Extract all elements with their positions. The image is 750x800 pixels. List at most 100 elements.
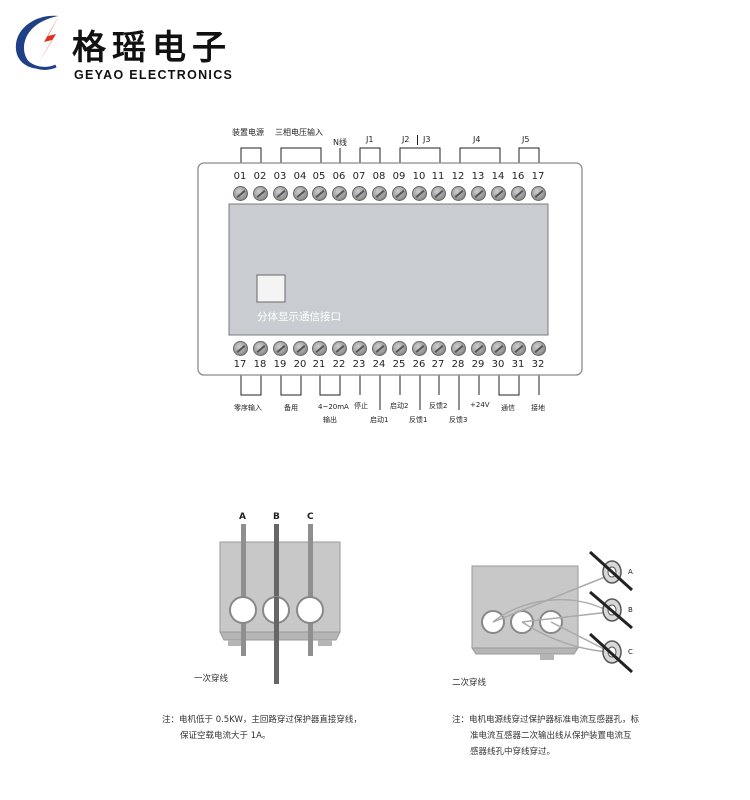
screw-terminal <box>491 341 506 356</box>
screw-terminal <box>511 186 526 201</box>
label-j3: J3 <box>423 135 431 144</box>
note-line: 注：电机低于 0.5KW，主回路穿过保护器直接穿线， <box>162 715 362 725</box>
ct-secondary-caption: 二次穿线 <box>452 678 487 688</box>
screw-terminal <box>233 186 248 201</box>
label-n-line: N线 <box>333 138 347 147</box>
terminal-number: 05 <box>312 171 326 182</box>
screw-terminal <box>451 341 466 356</box>
terminal-number: 32 <box>531 359 545 370</box>
ct-secondary-drawing <box>471 550 634 674</box>
note-line: 感器线孔中穿线穿过。 <box>470 747 556 757</box>
phase-c-label: C <box>307 512 314 522</box>
label-j5: J5 <box>522 135 530 144</box>
label-ground: 接地 <box>531 404 545 412</box>
terminal-number: 24 <box>372 359 386 370</box>
label-feedback2: 反馈2 <box>429 402 448 410</box>
terminal-number: 28 <box>451 359 465 370</box>
brand-logo: 格瑶电子 GEYAO ELECTRONICS <box>8 10 248 82</box>
top-terminal-numbers: 01 02 03 04 05 06 07 08 09 10 11 12 13 1… <box>230 171 560 185</box>
label-feedback3: 反馈3 <box>449 416 468 424</box>
screw-terminal <box>511 341 526 356</box>
screw-terminal <box>392 186 407 201</box>
terminal-number: 01 <box>233 171 247 182</box>
terminal-number: 30 <box>491 359 505 370</box>
terminal-number: 16 <box>511 171 525 182</box>
screw-terminal <box>273 341 288 356</box>
label-start1: 启动1 <box>370 416 389 424</box>
screw-terminal <box>531 186 546 201</box>
phase-a-label: A <box>628 568 633 576</box>
label-power: 装置电源 <box>232 128 264 137</box>
brand-name-en: GEYAO ELECTRONICS <box>74 68 234 82</box>
ct-primary-diagram: A B C 一次穿线 <box>150 500 390 700</box>
ct-primary-drawing <box>219 524 341 684</box>
terminal-number: 26 <box>412 359 426 370</box>
ct-secondary-note: 注：电机电源线穿过保护器标准电流互感器孔，标 准电流互感器二次输出线从保护装置电… <box>452 712 639 760</box>
phase-b-label: B <box>628 606 633 614</box>
screw-terminal <box>273 186 288 201</box>
screw-terminal <box>431 186 446 201</box>
screw-terminal <box>312 186 327 201</box>
terminal-number: 20 <box>293 359 307 370</box>
screw-terminal <box>471 341 486 356</box>
screw-terminal <box>372 186 387 201</box>
phase-b-label: B <box>273 512 280 522</box>
screw-terminal <box>412 186 427 201</box>
terminal-number: 17 <box>531 171 545 182</box>
label-stop: 停止 <box>354 402 368 410</box>
phase-a-label: A <box>239 512 246 522</box>
screw-terminal <box>392 341 407 356</box>
screw-terminal <box>312 341 327 356</box>
screw-terminal <box>352 341 367 356</box>
ct-primary-caption: 一次穿线 <box>194 674 229 684</box>
screw-terminal <box>332 341 347 356</box>
ct-secondary-diagram: A B C <box>450 530 650 690</box>
screw-terminal <box>332 186 347 201</box>
label-plus24v: +24V <box>470 401 490 409</box>
screw-terminal <box>431 341 446 356</box>
terminal-number: 25 <box>392 359 406 370</box>
phase-c-label: C <box>628 648 633 656</box>
screw-terminal <box>471 186 486 201</box>
screw-terminal <box>352 186 367 201</box>
wiring-diagram: 装置电源 三相电压输入 N线 J1 J2 J3 J4 J5 <box>0 0 750 480</box>
terminal-number: 12 <box>451 171 465 182</box>
terminal-number: 17 <box>233 359 247 370</box>
label-phase-seq: 零序输入 <box>234 404 262 412</box>
ct-primary-note: 注：电机低于 0.5KW，主回路穿过保护器直接穿线， 保证空载电流大于 1A。 <box>162 712 362 744</box>
label-output: 输出 <box>323 416 337 424</box>
terminal-number: 14 <box>491 171 505 182</box>
terminal-number: 06 <box>332 171 346 182</box>
terminal-number: 19 <box>273 359 287 370</box>
label-three-phase: 三相电压输入 <box>275 128 323 137</box>
screw-terminal <box>372 341 387 356</box>
logo-mark-icon <box>15 14 60 70</box>
terminal-number: 21 <box>312 359 326 370</box>
screw-terminal <box>531 341 546 356</box>
note-line: 注：电机电源线穿过保护器标准电流互感器孔，标 <box>452 715 640 725</box>
screw-terminal <box>233 341 248 356</box>
label-spare: 备用 <box>284 404 298 412</box>
terminal-number: 03 <box>273 171 287 182</box>
label-feedback1: 反馈1 <box>409 416 428 424</box>
label-j4: J4 <box>473 135 481 144</box>
label-j1: J1 <box>366 135 374 144</box>
label-output-ma: 4~20mA <box>318 403 349 411</box>
screw-terminal <box>293 341 308 356</box>
terminal-number: 22 <box>332 359 346 370</box>
terminal-number: 27 <box>431 359 445 370</box>
note-line: 保证空载电流大于 1A。 <box>180 731 271 741</box>
label-j2: J2 <box>402 135 410 144</box>
terminal-number: 18 <box>253 359 267 370</box>
bottom-terminal-numbers: 17 18 19 20 21 22 23 24 25 26 27 28 29 3… <box>230 359 560 373</box>
terminal-number: 29 <box>471 359 485 370</box>
screw-terminal <box>293 186 308 201</box>
terminal-number: 02 <box>253 171 267 182</box>
terminal-number: 11 <box>431 171 445 182</box>
display-interface-label: 分体显示通信接口 <box>257 311 341 323</box>
screw-terminal <box>253 186 268 201</box>
terminal-number: 31 <box>511 359 525 370</box>
screw-terminal <box>491 186 506 201</box>
label-start2: 启动2 <box>390 402 409 410</box>
brand-name-cn: 格瑶电子 <box>72 28 232 68</box>
